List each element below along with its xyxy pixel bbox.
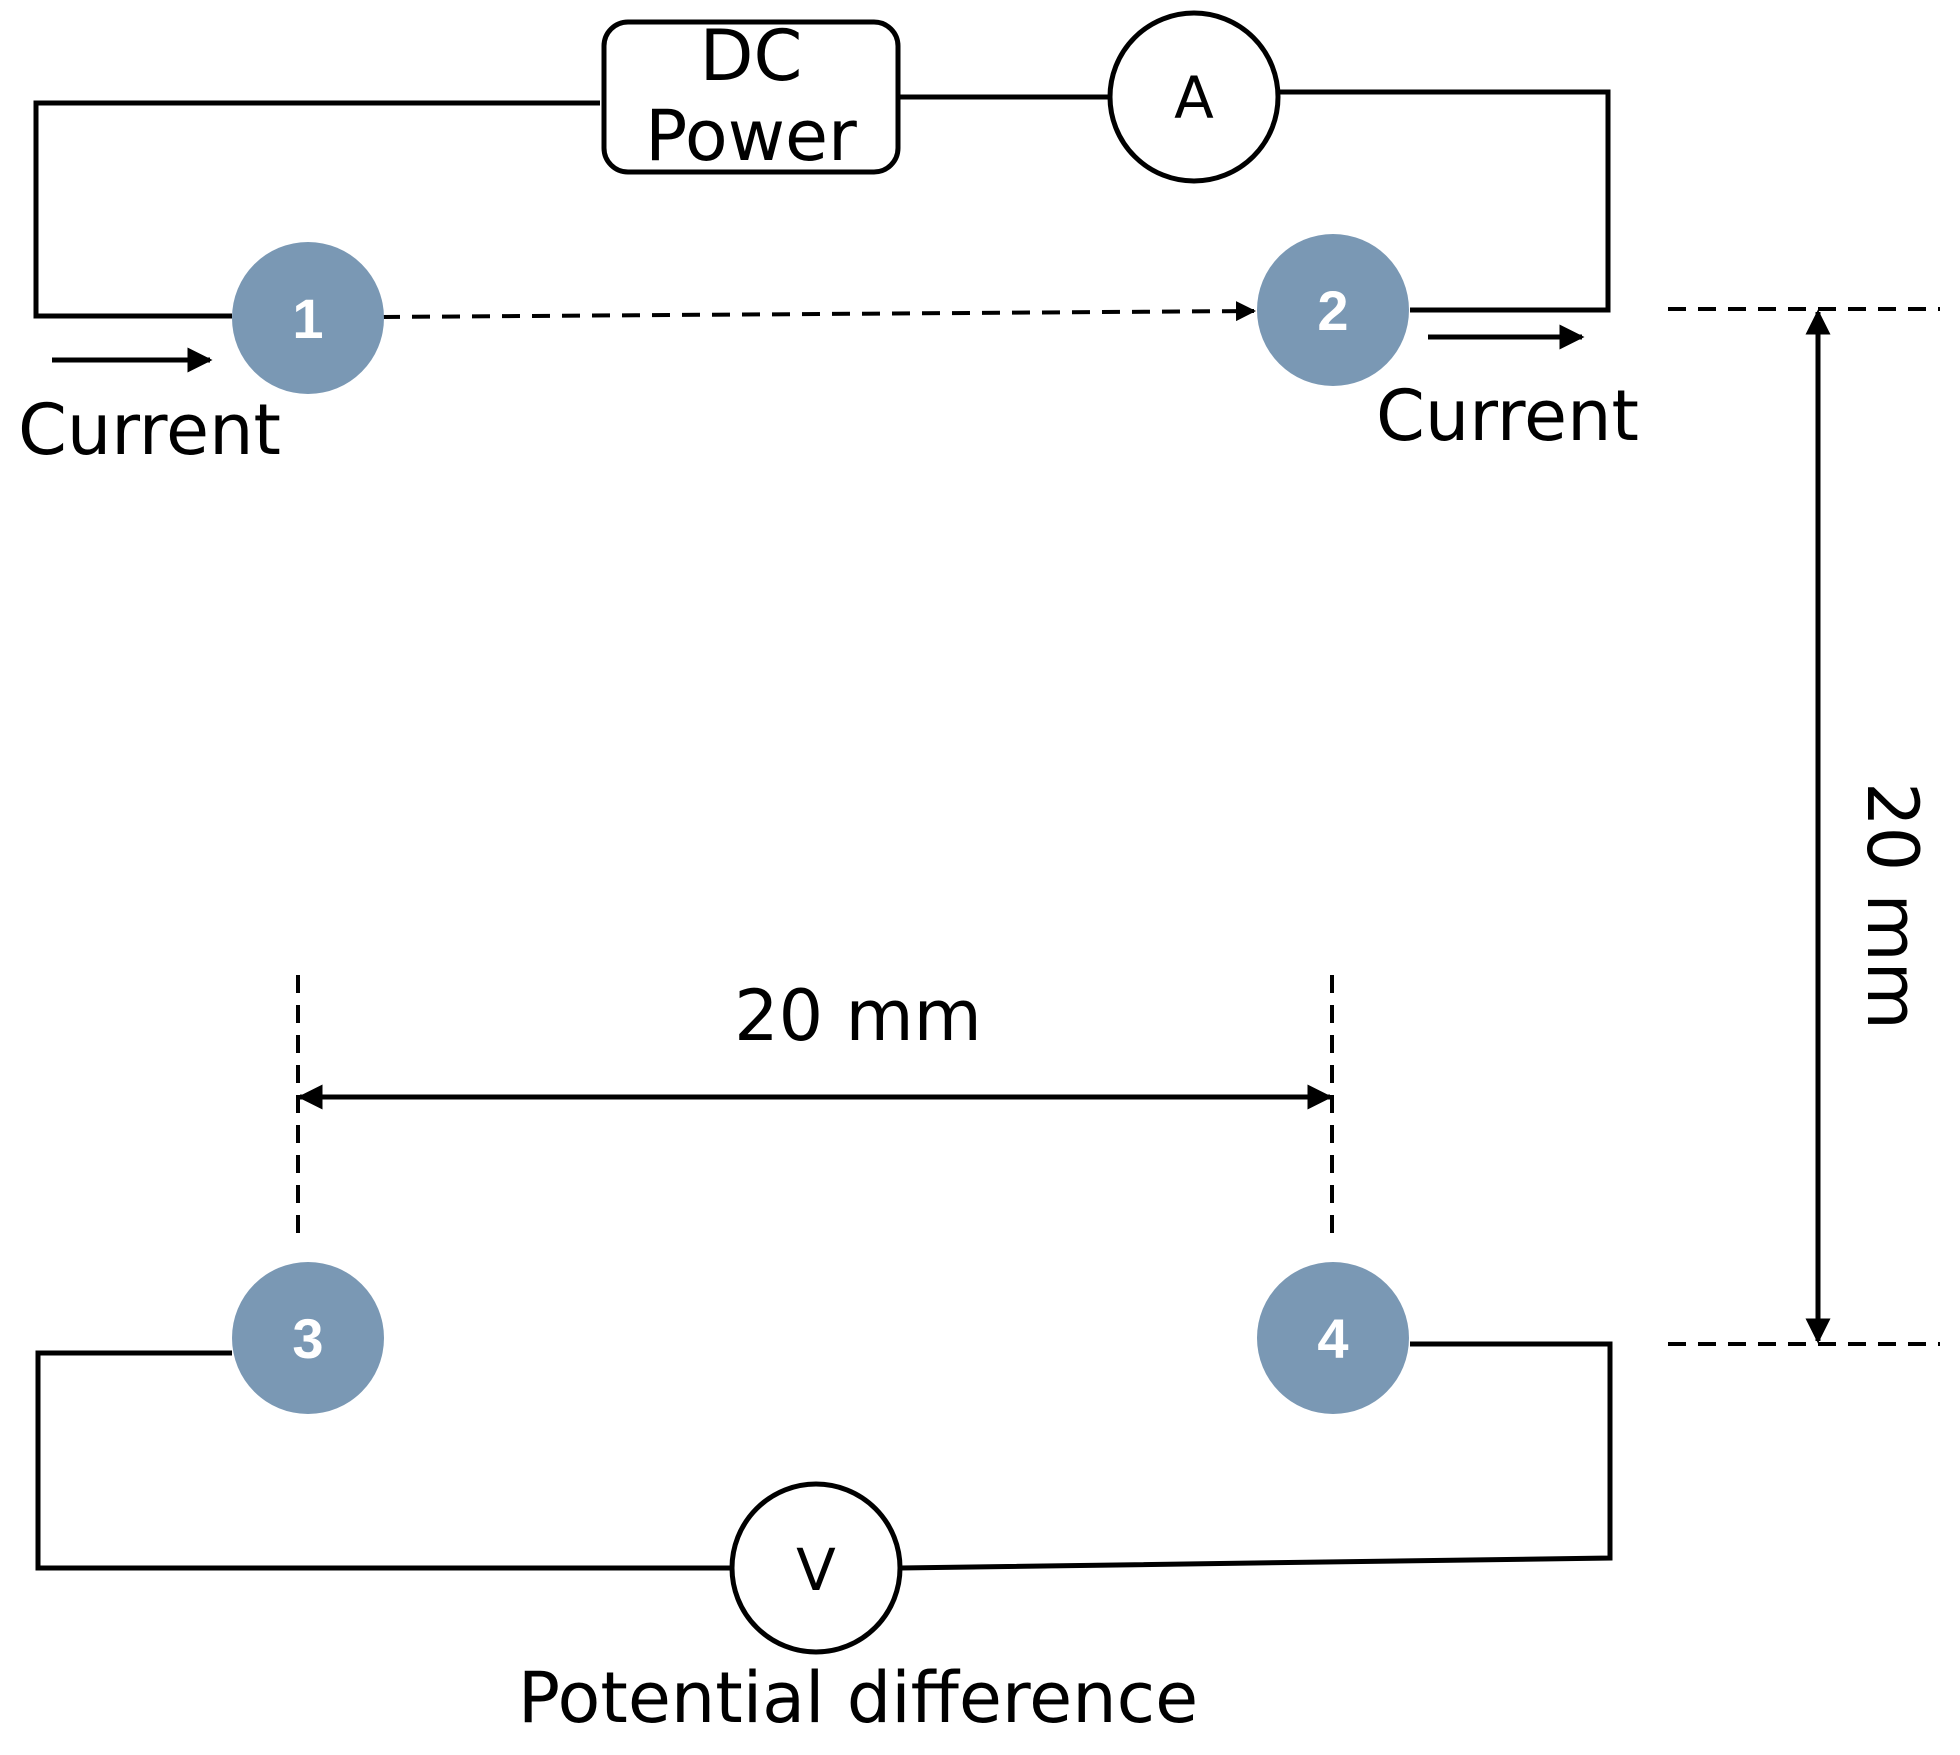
voltmeter-symbol: V bbox=[796, 1536, 836, 1604]
electrode-4-label: 4 bbox=[1317, 1307, 1348, 1370]
right-current-wire bbox=[1278, 89, 1611, 313]
dc-power-box: DC Power bbox=[601, 15, 901, 177]
voltage-circuit: V Potential difference bbox=[35, 1341, 1613, 1739]
left-voltage-wire bbox=[35, 1350, 732, 1571]
vertical-dimension: 20 mm bbox=[1668, 307, 1940, 1346]
electrode-1-label: 1 bbox=[292, 287, 323, 350]
ammeter-symbol: A bbox=[1174, 64, 1214, 132]
electrode-2: 2 bbox=[1257, 234, 1409, 386]
vertical-dimension-label: 20 mm bbox=[1851, 782, 1933, 1030]
current-circuit: DC Power A Current Current bbox=[18, 10, 1639, 471]
voltmeter: V bbox=[729, 1481, 903, 1655]
electrode-3-label: 3 bbox=[292, 1307, 323, 1370]
electrode-3: 3 bbox=[232, 1262, 384, 1414]
current-label-right: Current bbox=[1376, 375, 1639, 457]
electrode-1: 1 bbox=[232, 242, 384, 394]
ammeter: A bbox=[1107, 10, 1281, 184]
horizontal-dimension-label: 20 mm bbox=[734, 975, 982, 1057]
dc-power-label-line2: Power bbox=[645, 95, 857, 177]
dc-power-label-line1: DC bbox=[700, 15, 803, 97]
left-current-wire bbox=[33, 100, 600, 319]
electrode-2-label: 2 bbox=[1317, 279, 1348, 342]
electrode-4: 4 bbox=[1257, 1262, 1409, 1414]
horizontal-dimension: 20 mm bbox=[296, 975, 1334, 1245]
potential-difference-label: Potential difference bbox=[518, 1657, 1198, 1739]
current-label-left: Current bbox=[18, 389, 281, 471]
right-voltage-wire bbox=[899, 1341, 1613, 1571]
current-path-dashed-arrow bbox=[381, 301, 1256, 322]
